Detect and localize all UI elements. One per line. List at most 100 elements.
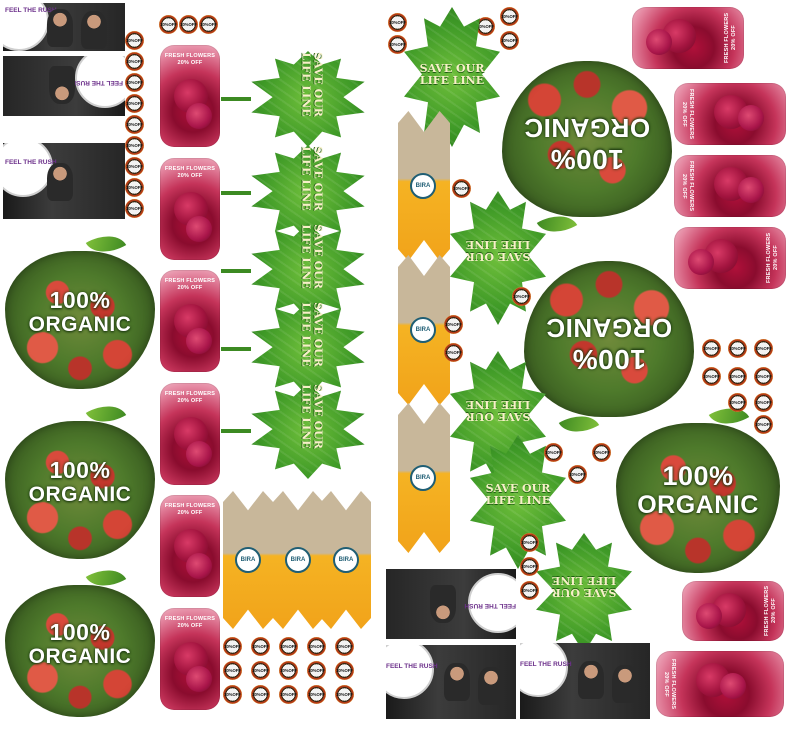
bira-logo-text: BIRA xyxy=(338,557,354,563)
discount-sticker: 10%OFF xyxy=(754,339,773,358)
bira-beer-label: BIRA xyxy=(398,111,450,261)
flower-label-text: FRESH FLOWERS 20% OFF xyxy=(164,278,216,291)
discount-sticker: 10%OFF xyxy=(754,415,773,434)
discount-sticker: 10%OFF xyxy=(307,661,326,680)
rush-banner: FEEL THE RUSH xyxy=(386,569,516,639)
flower-label: FRESH FLOWERS 20% OFF xyxy=(160,608,220,710)
flower-label-text: FRESH FLOWERS 20% OFF xyxy=(164,616,216,629)
organic-percent: 100% xyxy=(49,619,111,645)
rush-banner: FEEL THE RUSH xyxy=(3,56,125,116)
discount-sticker: 10%OFF xyxy=(444,315,463,334)
flower-label-text: FRESH FLOWERS 20% OFF xyxy=(164,53,216,66)
bira-logo-text: BIRA xyxy=(415,475,431,481)
rush-text: FEEL THE RUSH xyxy=(71,79,123,86)
orchid-image xyxy=(186,103,212,129)
organic-word: ORGANIC xyxy=(28,645,132,668)
discount-sticker: 10%OFF xyxy=(307,637,326,656)
sheet-left-panel: FEEL THE RUSH FEEL THE RUSH FEEL THE RUS… xyxy=(3,3,372,720)
flower-label: FRESH FLOWERS 20% OFF xyxy=(674,83,786,145)
flower-label: FRESH FLOWERS 20% OFF xyxy=(656,651,784,717)
discount-sticker: 10%OFF xyxy=(335,661,354,680)
flower-label-text: FRESH FLOWERS 20% OFF xyxy=(681,88,694,140)
life-line-leaf-label: SAVE OUR LIFE LINE xyxy=(221,51,367,147)
life-line-text: SAVE OUR LIFE LINE xyxy=(465,238,531,264)
discount-sticker: 10%OFF xyxy=(500,31,519,50)
organic-word: ORGANIC xyxy=(545,313,673,343)
discount-sticker: 10%OFF xyxy=(702,367,721,386)
bira-badge: BIRA xyxy=(235,547,261,573)
bira-beer-label: BIRA xyxy=(273,491,323,629)
orchid-image xyxy=(738,105,764,131)
rugby-player-image xyxy=(47,9,73,47)
rush-badge: FEEL THE RUSH xyxy=(3,143,57,197)
organic-apple-label: 100% ORGANIC xyxy=(524,261,694,443)
bira-badge: BIRA xyxy=(410,465,436,491)
flower-label-text: FRESH FLOWERS 20% OFF xyxy=(164,391,216,404)
orchid-image xyxy=(646,29,672,55)
discount-sticker: 10%OFF xyxy=(307,685,326,704)
organic-apple-label: 100% ORGANIC xyxy=(5,225,155,389)
flower-label: FRESH FLOWERS 20% OFF xyxy=(682,581,784,641)
orchid-image xyxy=(720,673,746,699)
discount-sticker: 10%OFF xyxy=(728,393,747,412)
discount-sticker: 10%OFF xyxy=(125,136,144,155)
discount-sticker: 10%OFF xyxy=(125,178,144,197)
rush-banner: FEEL THE RUSH xyxy=(3,143,125,219)
discount-sticker: 10%OFF xyxy=(500,7,519,26)
discount-sticker: 10%OFF xyxy=(544,443,563,462)
rush-badge: FEEL THE RUSH xyxy=(386,645,438,699)
orchid-image xyxy=(186,553,212,579)
flower-label: FRESH FLOWERS 20% OFF xyxy=(160,158,220,260)
organic-percent: 100% xyxy=(662,461,734,491)
sheet-right-panel: 10%OFF 10%OFF 10%OFF 10%OFF 10%OFF SAVE … xyxy=(384,3,792,720)
rugby-player-image xyxy=(430,585,456,623)
flower-label: FRESH FLOWERS 20% OFF xyxy=(160,495,220,597)
discount-sticker: 10%OFF xyxy=(125,199,144,218)
bira-badge: BIRA xyxy=(285,547,311,573)
discount-sticker: 10%OFF xyxy=(702,339,721,358)
rush-banner: FEEL THE RUSH xyxy=(386,645,516,719)
rush-badge: FEEL THE RUSH xyxy=(464,573,516,633)
apple-basket-image xyxy=(5,585,155,717)
discount-sticker: 10%OFF xyxy=(388,35,407,54)
apple-basket-image xyxy=(5,421,155,559)
rush-badge: FEEL THE RUSH xyxy=(3,3,57,51)
discount-sticker: 10%OFF xyxy=(251,661,270,680)
rugby-player-image xyxy=(47,163,73,201)
discount-sticker: 10%OFF xyxy=(251,637,270,656)
orchid-image xyxy=(738,177,764,203)
life-line-text: SAVE OUR LIFE LINE xyxy=(300,302,325,367)
discount-sticker: 10%OFF xyxy=(125,73,144,92)
flower-label-text: FRESH FLOWERS 20% OFF xyxy=(164,503,216,516)
discount-sticker: 10%OFF xyxy=(125,52,144,71)
organic-word: ORGANIC xyxy=(28,483,132,506)
organic-percent: 100% xyxy=(49,287,111,313)
rush-banner: FEEL THE RUSH xyxy=(3,3,125,51)
discount-sticker: 10%OFF xyxy=(754,367,773,386)
bira-logo-text: BIRA xyxy=(415,183,431,189)
flower-label-text: FRESH FLOWERS 20% OFF xyxy=(681,160,694,212)
organic-word: ORGANIC xyxy=(523,113,651,143)
flower-label: FRESH FLOWERS 20% OFF xyxy=(160,45,220,147)
flower-label: FRESH FLOWERS 20% OFF xyxy=(160,270,220,372)
discount-sticker: 10%OFF xyxy=(199,15,218,34)
flower-label-text: FRESH FLOWERS 20% OFF xyxy=(663,658,676,710)
rugby-player-image xyxy=(578,661,604,699)
leaf-stem xyxy=(221,191,251,195)
life-line-leaf-label: SAVE OUR LIFE LINE xyxy=(402,7,502,147)
discount-sticker: 10%OFF xyxy=(476,17,495,36)
discount-sticker: 10%OFF xyxy=(592,443,611,462)
bira-beer-label: BIRA xyxy=(223,491,273,629)
rush-text: FEEL THE RUSH xyxy=(520,661,572,668)
orchid-image xyxy=(696,603,722,629)
organic-apple-label: 100% ORGANIC xyxy=(5,395,155,559)
discount-sticker: 10%OFF xyxy=(251,685,270,704)
rush-banner: FEEL THE RUSH xyxy=(520,643,650,719)
organic-word: ORGANIC xyxy=(637,491,759,519)
rugby-player-image xyxy=(81,11,107,49)
bira-beer-label: BIRA xyxy=(321,491,371,629)
orchid-image xyxy=(186,441,212,467)
bira-badge: BIRA xyxy=(410,317,436,343)
rush-badge: FEEL THE RUSH xyxy=(520,643,572,697)
